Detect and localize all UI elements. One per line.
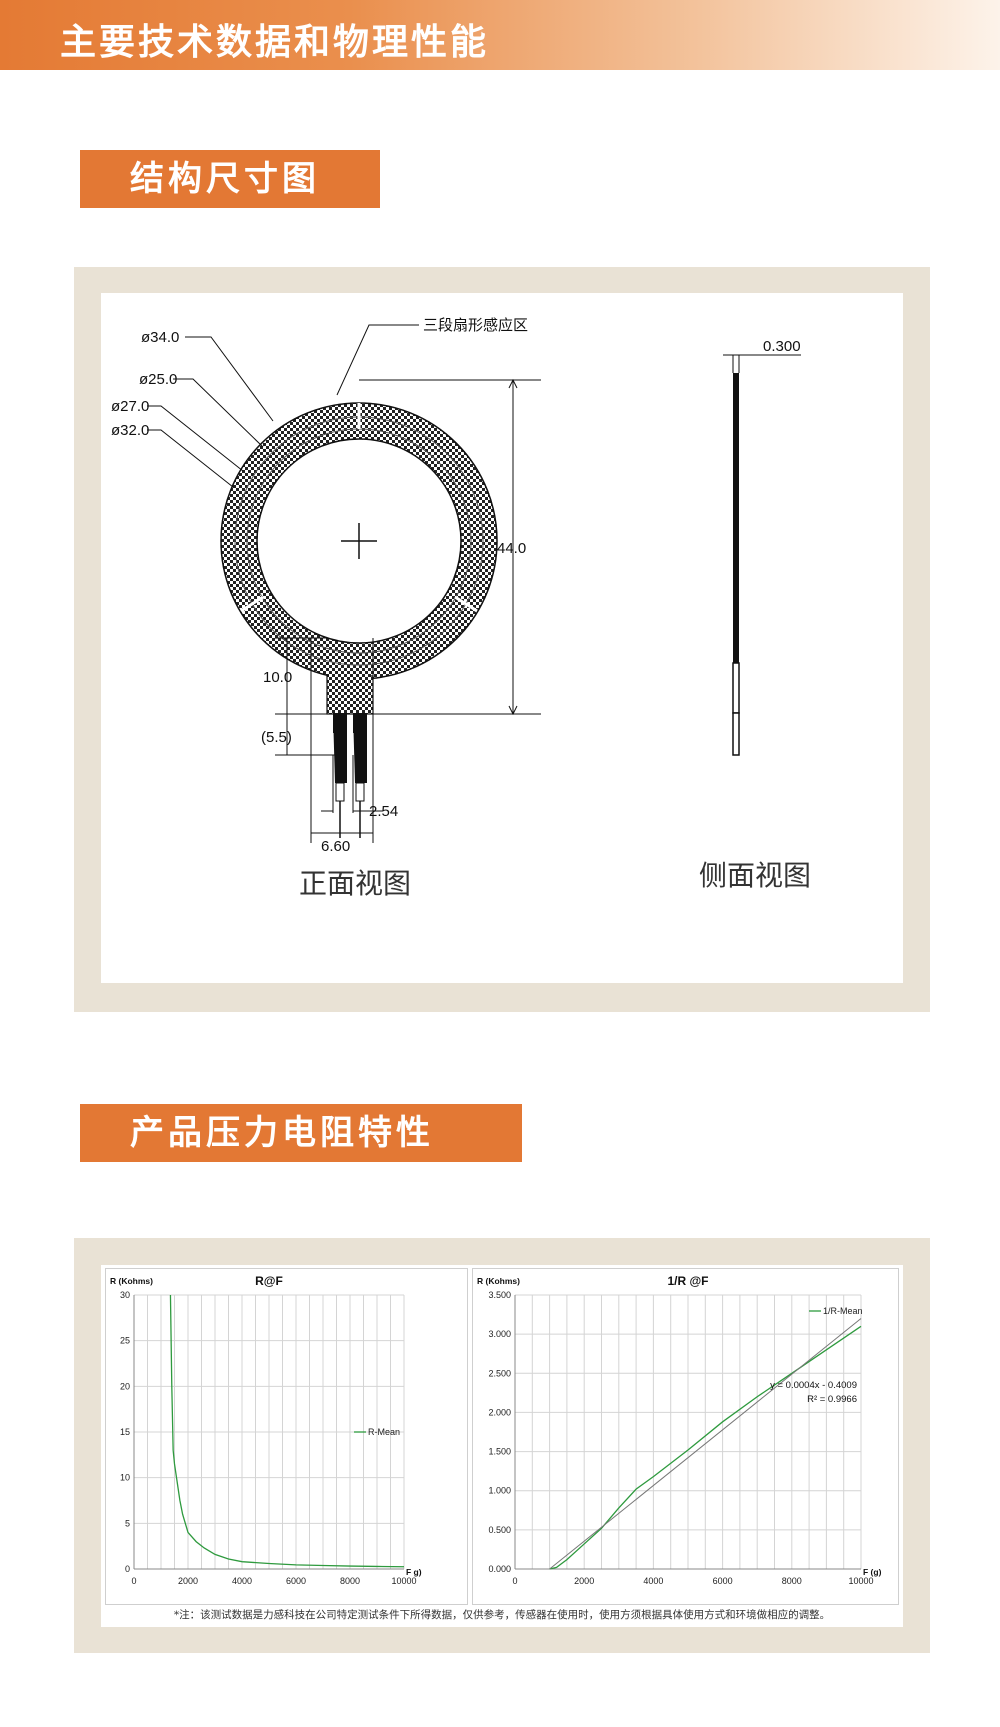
test-data-note: *注：该测试数据是力感科技在公司特定测试条件下所得数据，仅供参考，传感器在使用时… (173, 1609, 831, 1621)
x-tick-label: 8000 (340, 1576, 360, 1586)
x-tick-label: 6000 (713, 1576, 733, 1586)
front-view-label: 正面视图 (299, 868, 411, 899)
dimension-drawing: ø34.0 ø25.0 ø27.0 ø32.0 三段扇形感应区 44.0 10.… (101, 293, 903, 983)
x-tick-label: 2000 (178, 1576, 198, 1586)
chart-panel: 0 2000 4000 6000 8000 10000 0 5 10 15 20 25 30 R@F R (… (74, 1238, 930, 1653)
series-line (549, 1318, 862, 1570)
side-view-label: 侧面视图 (699, 860, 811, 891)
chart-title: R@F (255, 1274, 283, 1288)
dim-d34: ø34.0 (141, 329, 179, 346)
dim-d32: ø32.0 (111, 422, 149, 439)
y-tick-label: 20 (120, 1381, 130, 1391)
x-tick-label: 10000 (848, 1576, 873, 1586)
series-line (549, 1325, 862, 1570)
chart-r-vs-f-svg: 0 2000 4000 6000 8000 10000 0 5 10 15 20 25 30 R@F R (… (110, 1274, 422, 1586)
x-tick-label: 0 (512, 1576, 517, 1586)
dim-d27: ø27.0 (111, 398, 149, 415)
dim-height: 44.0 (497, 540, 526, 557)
x-tick-label: 6000 (286, 1576, 306, 1586)
dim-tail: 10.0 (263, 669, 292, 686)
header-bar: 主要技术数据和物理性能 (0, 0, 1000, 70)
x-tick-label: 10000 (391, 1576, 416, 1586)
series-line (169, 1294, 405, 1568)
zone-label: 三段扇形感应区 (423, 316, 528, 334)
y-tick-label: 0 (125, 1564, 130, 1574)
y-tick-label: 3.000 (488, 1329, 511, 1339)
side-view (732, 373, 740, 756)
y-tick-label: 15 (120, 1427, 130, 1437)
y-tick-label: 1.000 (488, 1486, 511, 1496)
trendline-annotation: y = 0.0004x - 0.4009 (770, 1380, 857, 1391)
trendline-annotation: R² = 0.9966 (807, 1394, 857, 1405)
sensor-tail (326, 667, 374, 838)
legend-label: 1/R-Mean (823, 1306, 863, 1316)
y-tick-label: 2.500 (488, 1368, 511, 1378)
x-axis-label: F (g) (863, 1567, 882, 1577)
x-axis-label: F g) (406, 1567, 422, 1577)
drawing-svg: ø34.0 ø25.0 ø27.0 ø32.0 三段扇形感应区 44.0 10.… (111, 316, 811, 899)
y-axis-label: R (Kohms) (477, 1276, 520, 1286)
y-tick-label: 10 (120, 1473, 130, 1483)
y-tick-label: 5 (125, 1518, 130, 1528)
sensor-ring (220, 402, 498, 680)
chart-r-vs-f: 0 2000 4000 6000 8000 10000 0 5 10 15 20 25 30 R@F R (… (105, 1268, 468, 1605)
y-tick-label: 0.500 (488, 1525, 511, 1535)
section-title-dimensions: 结构尺寸图 (80, 150, 380, 208)
x-tick-label: 0 (131, 1576, 136, 1586)
x-tick-label: 2000 (574, 1576, 594, 1586)
y-tick-label: 3.500 (488, 1290, 511, 1300)
y-axis-label: R (Kohms) (110, 1276, 153, 1286)
legend-label: R-Mean (368, 1427, 400, 1437)
x-tick-label: 4000 (643, 1576, 663, 1586)
y-tick-label: 30 (120, 1290, 130, 1300)
center-mark (341, 523, 377, 559)
chart-title: 1/R @F (667, 1274, 708, 1288)
dim-d25: ø25.0 (139, 371, 177, 388)
y-tick-label: 1.500 (488, 1447, 511, 1457)
dimension-lines (147, 324, 801, 843)
y-tick-label: 2.000 (488, 1407, 511, 1417)
dim-pin-length: (5.5) (261, 729, 292, 746)
y-tick-label: 25 (120, 1336, 130, 1346)
y-tick-label: 0.000 (488, 1564, 511, 1574)
dim-side-thickness: 0.300 (763, 338, 801, 355)
page-title: 主要技术数据和物理性能 (60, 22, 490, 63)
chart-area: 0 2000 4000 6000 8000 10000 0 5 10 15 20 25 30 R@F R (… (101, 1265, 903, 1627)
chart-conductance-vs-f-svg: 0 2000 4000 6000 8000 10000 0.000 0.500 1.000 1.5… (477, 1274, 882, 1586)
dim-width: 6.60 (321, 838, 350, 855)
section-title-pressure-resistance: 产品压力电阻特性 (80, 1104, 522, 1162)
chart-conductance-vs-f: 0 2000 4000 6000 8000 10000 0.000 0.500 1.000 1.5… (472, 1268, 899, 1605)
dim-pin-pitch: 2.54 (369, 803, 398, 820)
x-tick-label: 4000 (232, 1576, 252, 1586)
x-tick-label: 8000 (782, 1576, 802, 1586)
dimension-drawing-panel: ø34.0 ø25.0 ø27.0 ø32.0 三段扇形感应区 44.0 10.… (74, 267, 930, 1012)
